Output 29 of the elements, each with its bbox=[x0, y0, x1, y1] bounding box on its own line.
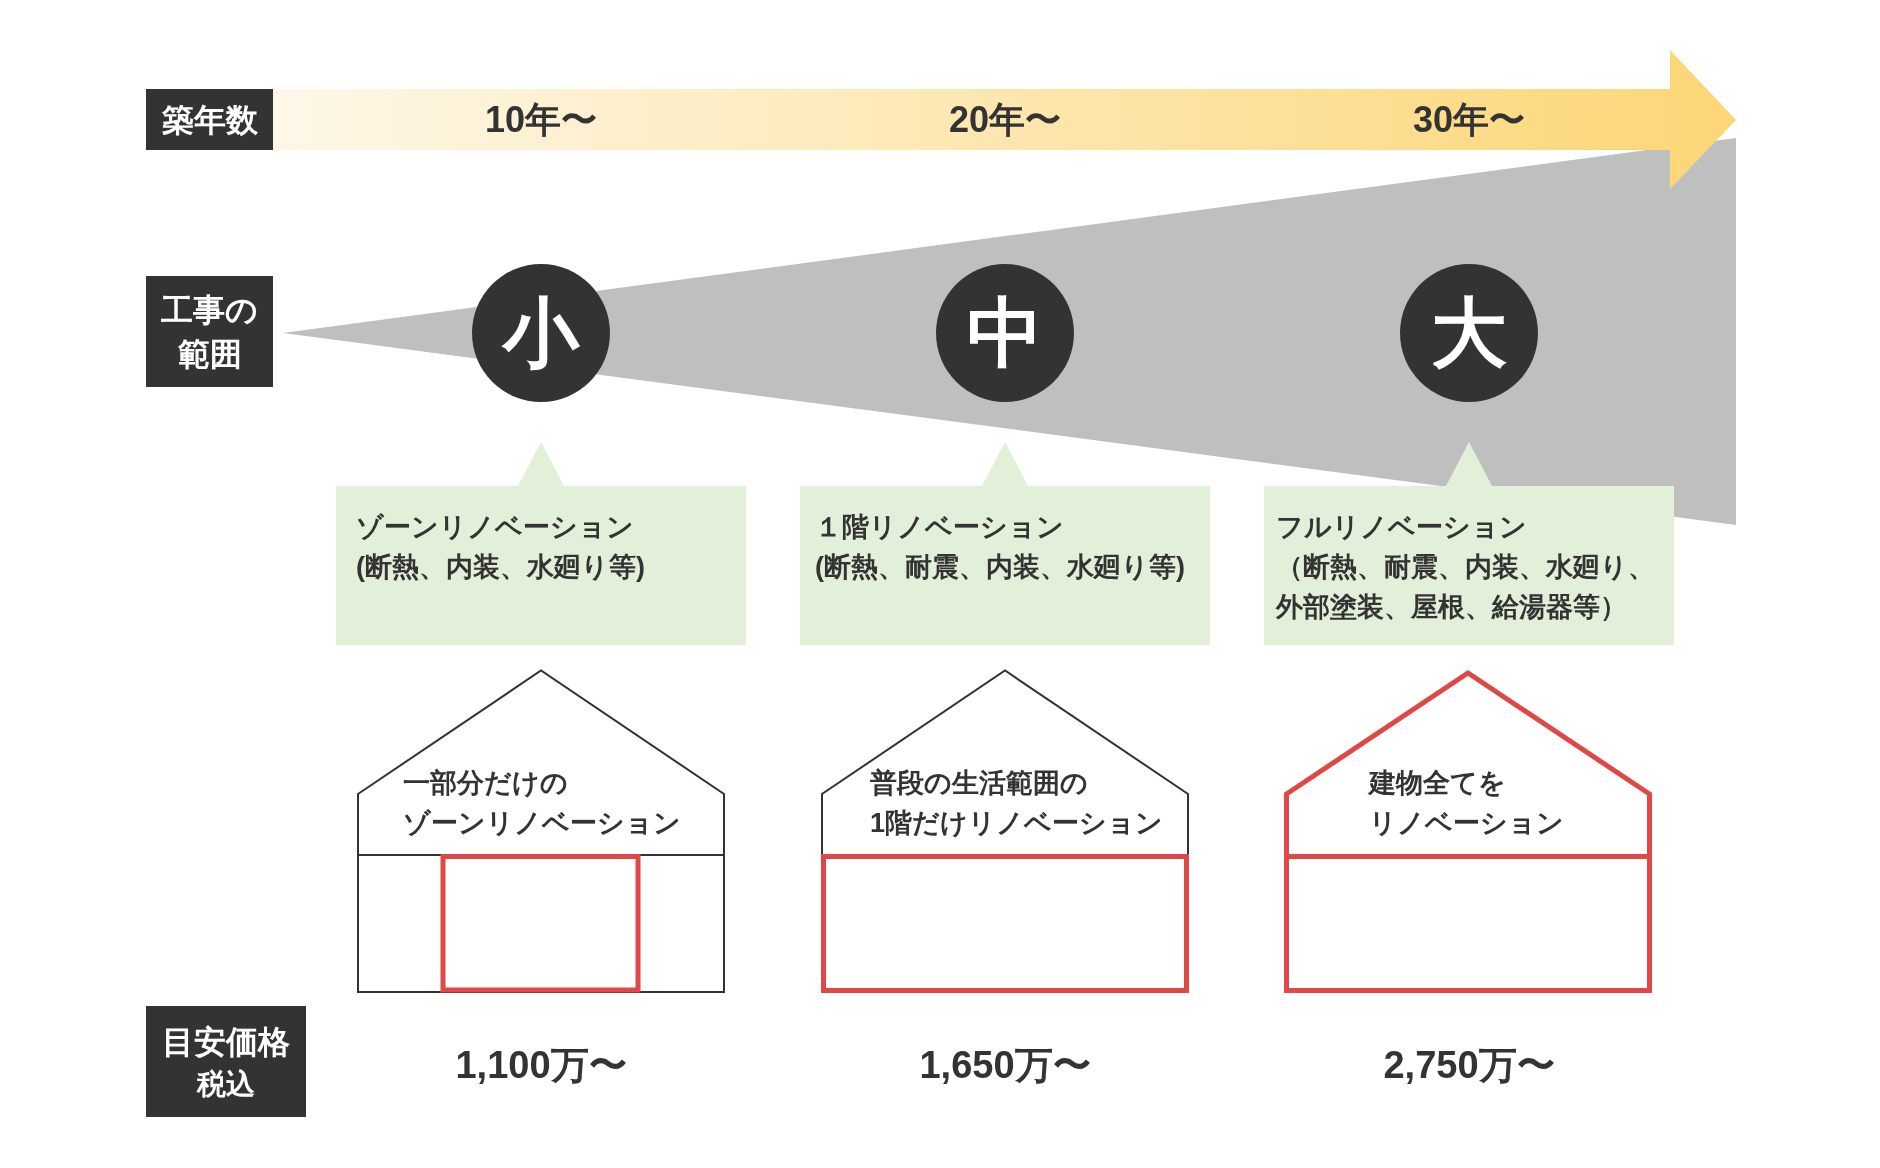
scale-label: 小 bbox=[503, 291, 579, 375]
scale-label: 中 bbox=[967, 291, 1043, 375]
house-caption: 一部分だけのゾーンリノベーション bbox=[403, 767, 681, 840]
callout-bubble bbox=[800, 442, 1210, 645]
house-caption: 建物全てをリノベーション bbox=[1369, 767, 1564, 840]
callout-text: (断熱、内装、水廻り等) bbox=[356, 551, 645, 584]
callout-bubble bbox=[336, 442, 746, 645]
row-header-box bbox=[146, 89, 273, 150]
house-caption: 普段の生活範囲の1階だけリノベーション bbox=[870, 767, 1164, 840]
timeline-arrow bbox=[273, 50, 1736, 189]
row-header-box bbox=[146, 276, 273, 387]
year-label: 30年〜 bbox=[1413, 98, 1525, 142]
scale-label: 大 bbox=[1431, 291, 1507, 375]
callout-bubble bbox=[1264, 442, 1674, 645]
row-header-text: 工事の範囲 bbox=[161, 290, 258, 374]
callout-heading: １階リノベーション bbox=[815, 511, 1064, 544]
callout-text: (断熱、耐震、内装、水廻り等) bbox=[815, 551, 1185, 584]
row-header-text: 目安価格 bbox=[162, 1022, 290, 1062]
year-label: 20年〜 bbox=[949, 98, 1061, 142]
row-header-text: 税込 bbox=[197, 1066, 255, 1102]
price-label: 1,100万〜 bbox=[455, 1043, 627, 1088]
price-label: 2,750万〜 bbox=[1383, 1043, 1555, 1088]
callout-heading: フルリノベーション bbox=[1276, 511, 1527, 544]
callout-heading: ゾーンリノベーション bbox=[356, 511, 634, 544]
row-header-box bbox=[146, 1006, 306, 1117]
year-label: 10年〜 bbox=[485, 98, 597, 142]
price-label: 1,650万〜 bbox=[919, 1043, 1091, 1088]
row-header-text: 築年数 bbox=[161, 100, 258, 140]
callout-text: （断熱、耐震、内装、水廻り、外部塗装、屋根、給湯器等） bbox=[1276, 551, 1655, 624]
